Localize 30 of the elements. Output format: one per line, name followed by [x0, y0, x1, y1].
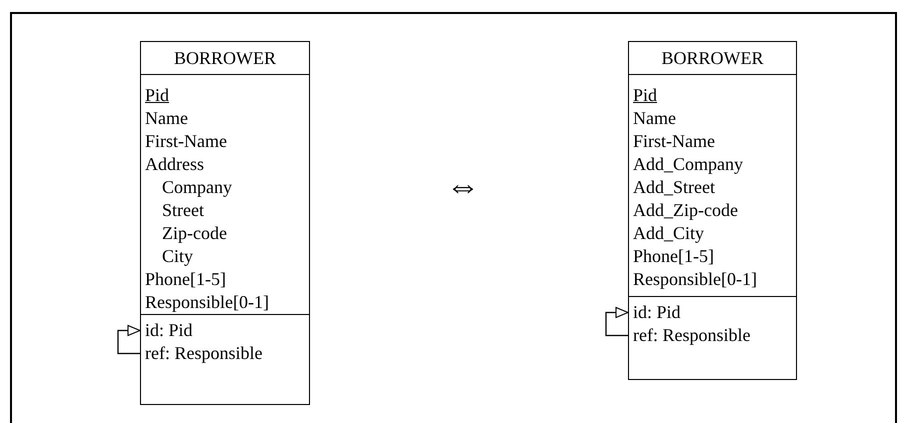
attribute-text: Add_Company [633, 153, 743, 176]
equivalence-symbol: ⇔ [446, 170, 480, 204]
attribute-text: City [162, 245, 194, 268]
identifier-text: ref: Responsible [633, 324, 750, 347]
attribute-text: Add_Street [633, 176, 715, 199]
attribute-text: Add_Zip-code [633, 199, 738, 222]
attribute-text: Add_City [633, 222, 704, 245]
entity-box [140, 41, 310, 405]
reference-arrow [605, 307, 628, 336]
attribute-text: First-Name [633, 130, 715, 153]
attribute-text: Address [145, 153, 204, 176]
entity-name: BORROWER [174, 49, 276, 67]
attribute-text: Street [162, 199, 204, 222]
entity-name: BORROWER [661, 49, 764, 67]
attribute-text: Name [145, 107, 188, 130]
attribute-text: First-Name [145, 130, 227, 153]
attribute-text: Phone[1-5] [145, 268, 226, 291]
attribute-text: Responsible[0-1] [145, 291, 269, 314]
attribute-text: Company [162, 176, 232, 199]
identifier-text: id: Pid [145, 319, 193, 342]
attribute-text: Zip-code [162, 222, 227, 245]
attribute-text: Name [633, 107, 676, 130]
attribute-text: Pid [145, 84, 170, 107]
attribute-text: Phone[1-5] [633, 245, 714, 268]
identifier-text: ref: Responsible [145, 342, 262, 365]
attribute-text: Pid [633, 84, 658, 107]
reference-arrow [117, 325, 140, 354]
entity-box [628, 41, 797, 380]
identifier-text: id: Pid [633, 301, 681, 324]
attribute-text: Responsible[0-1] [633, 268, 757, 291]
